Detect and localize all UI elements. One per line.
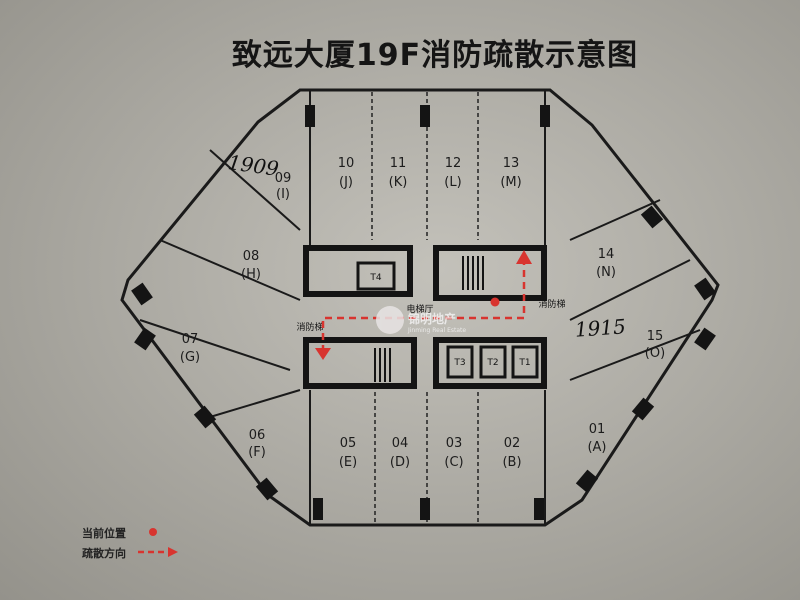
room-13-number: 13	[503, 156, 520, 171]
room-04-letter: (D)	[390, 455, 410, 470]
elevator-t3: T3	[453, 358, 465, 368]
route-arrow-down	[315, 348, 331, 360]
current-location-marker	[490, 297, 500, 307]
elevator-t2: T2	[486, 358, 498, 368]
room-03-letter: (C)	[444, 455, 463, 470]
room-01-number: 01	[589, 422, 606, 437]
page-title: 致远大厦19F消防疏散示意图	[231, 38, 639, 73]
watermark-en: Jinming Real Estate	[407, 327, 466, 334]
room-labels: 09 (I) 10 (J) 11 (K) 12 (L) 13 (M) 14 (N…	[180, 156, 665, 470]
room-06-number: 06	[249, 428, 266, 443]
handwritten-1915: 1915	[574, 314, 626, 341]
legend-current-location: 当前位置	[82, 527, 126, 540]
handwritten-1909: 1909	[227, 150, 281, 181]
room-03-number: 03	[446, 436, 463, 451]
elevator-hall-label: 电梯厅	[406, 303, 433, 315]
partitions	[139, 90, 701, 525]
columns	[131, 105, 716, 520]
room-13-letter: (M)	[500, 175, 521, 190]
legend-location-dot	[149, 528, 157, 536]
legend-evacuation-direction: 疏散方向	[82, 547, 126, 560]
room-06-letter: (F)	[248, 445, 266, 460]
room-07-letter: (G)	[180, 350, 200, 365]
room-05-letter: (E)	[339, 455, 357, 470]
route-arrow-up	[516, 250, 532, 264]
room-04-number: 04	[392, 436, 409, 451]
room-08-letter: (H)	[241, 267, 261, 282]
watermark-cn: 锦明地产	[408, 311, 456, 326]
core	[303, 245, 547, 389]
evacuation-route	[321, 262, 526, 352]
room-14-letter: (N)	[596, 265, 616, 280]
room-12-letter: (L)	[444, 175, 461, 190]
room-08-number: 08	[243, 249, 260, 264]
room-15-letter: (O)	[645, 346, 665, 361]
elevator-t1: T1	[518, 358, 530, 368]
room-09-letter: (I)	[276, 187, 290, 202]
room-11-number: 11	[390, 156, 407, 171]
stairs	[374, 256, 484, 382]
elevator-cars	[356, 261, 539, 379]
room-02-number: 02	[504, 436, 521, 451]
room-09-number: 09	[275, 171, 292, 186]
room-12-number: 12	[445, 156, 462, 171]
room-01-letter: (A)	[587, 440, 606, 455]
room-10-number: 10	[338, 156, 355, 171]
legend-route-arrow	[168, 547, 178, 557]
room-05-number: 05	[340, 436, 357, 451]
fire-stairs-right-label: 消防梯	[538, 298, 565, 310]
fire-stairs-left-label: 消防梯	[296, 321, 323, 333]
room-14-number: 14	[598, 247, 615, 262]
room-15-number: 15	[647, 329, 664, 344]
watermark-logo: 锦明地产 Jinming Real Estate	[376, 306, 466, 334]
room-02-letter: (B)	[502, 455, 521, 470]
room-11-letter: (K)	[389, 175, 408, 190]
elevator-t4: T4	[369, 273, 381, 283]
room-07-number: 07	[182, 332, 199, 347]
room-10-letter: (J)	[339, 175, 353, 190]
